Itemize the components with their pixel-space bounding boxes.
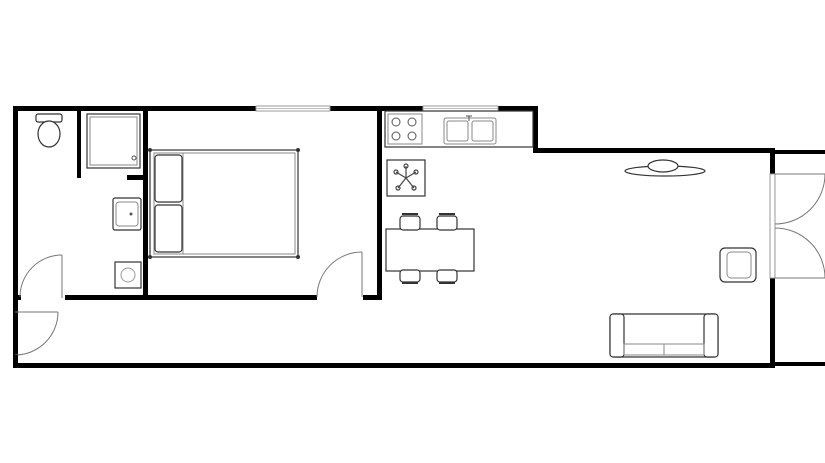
wall-bath-partition: [77, 111, 81, 178]
pillow-2: [154, 204, 183, 253]
kitchen: [384, 110, 534, 197]
wall-bottom-outer: [13, 363, 775, 368]
door-bedroom: [316, 251, 363, 298]
wall-right-top: [770, 148, 775, 174]
wall-top-bedroom-right: [330, 106, 423, 111]
dining-set: [385, 213, 475, 284]
wall-hall-top-c: [363, 295, 382, 300]
wall-bath-stub: [127, 175, 143, 180]
armchair: [719, 247, 757, 283]
wall-left-outer: [13, 106, 18, 368]
kitchen-sink: [443, 115, 497, 145]
window-balcony: [769, 173, 776, 279]
wall-kitchen-step: [533, 106, 538, 153]
wall-left-lower: [13, 300, 18, 312]
door-balcony: [774, 150, 825, 366]
dining-chair: [436, 213, 458, 231]
wall-bath-bed: [143, 106, 148, 300]
washbasin: [112, 197, 142, 231]
wall-hall-top-a: [13, 295, 21, 300]
wall-top-kitchen: [498, 106, 538, 111]
ceiling-lamp: [624, 159, 706, 177]
wall-right-bottom: [770, 278, 775, 368]
dining-chair: [399, 213, 421, 231]
dining-chair: [399, 269, 421, 284]
bed: [148, 148, 300, 259]
kitchen-counter: [384, 110, 534, 148]
door-bathroom: [19, 254, 63, 298]
pillow-1: [154, 154, 183, 203]
sofa: [609, 313, 719, 358]
walls: [13, 106, 775, 368]
dining-chair: [436, 269, 458, 284]
plant: [386, 159, 426, 197]
door-entry: [13, 311, 59, 363]
wall-top-bedroom-left: [13, 106, 256, 111]
wall-bed-living: [377, 106, 382, 300]
dining-table: [385, 228, 475, 272]
toilet: [35, 113, 63, 148]
wall-hall-top-b: [65, 295, 317, 300]
cooktop: [387, 113, 423, 145]
washing-machine: [114, 261, 142, 289]
shower-tray: [86, 113, 141, 169]
wall-top-living: [533, 148, 775, 153]
bathroom-fixtures: [35, 113, 142, 289]
doors: [13, 150, 825, 366]
